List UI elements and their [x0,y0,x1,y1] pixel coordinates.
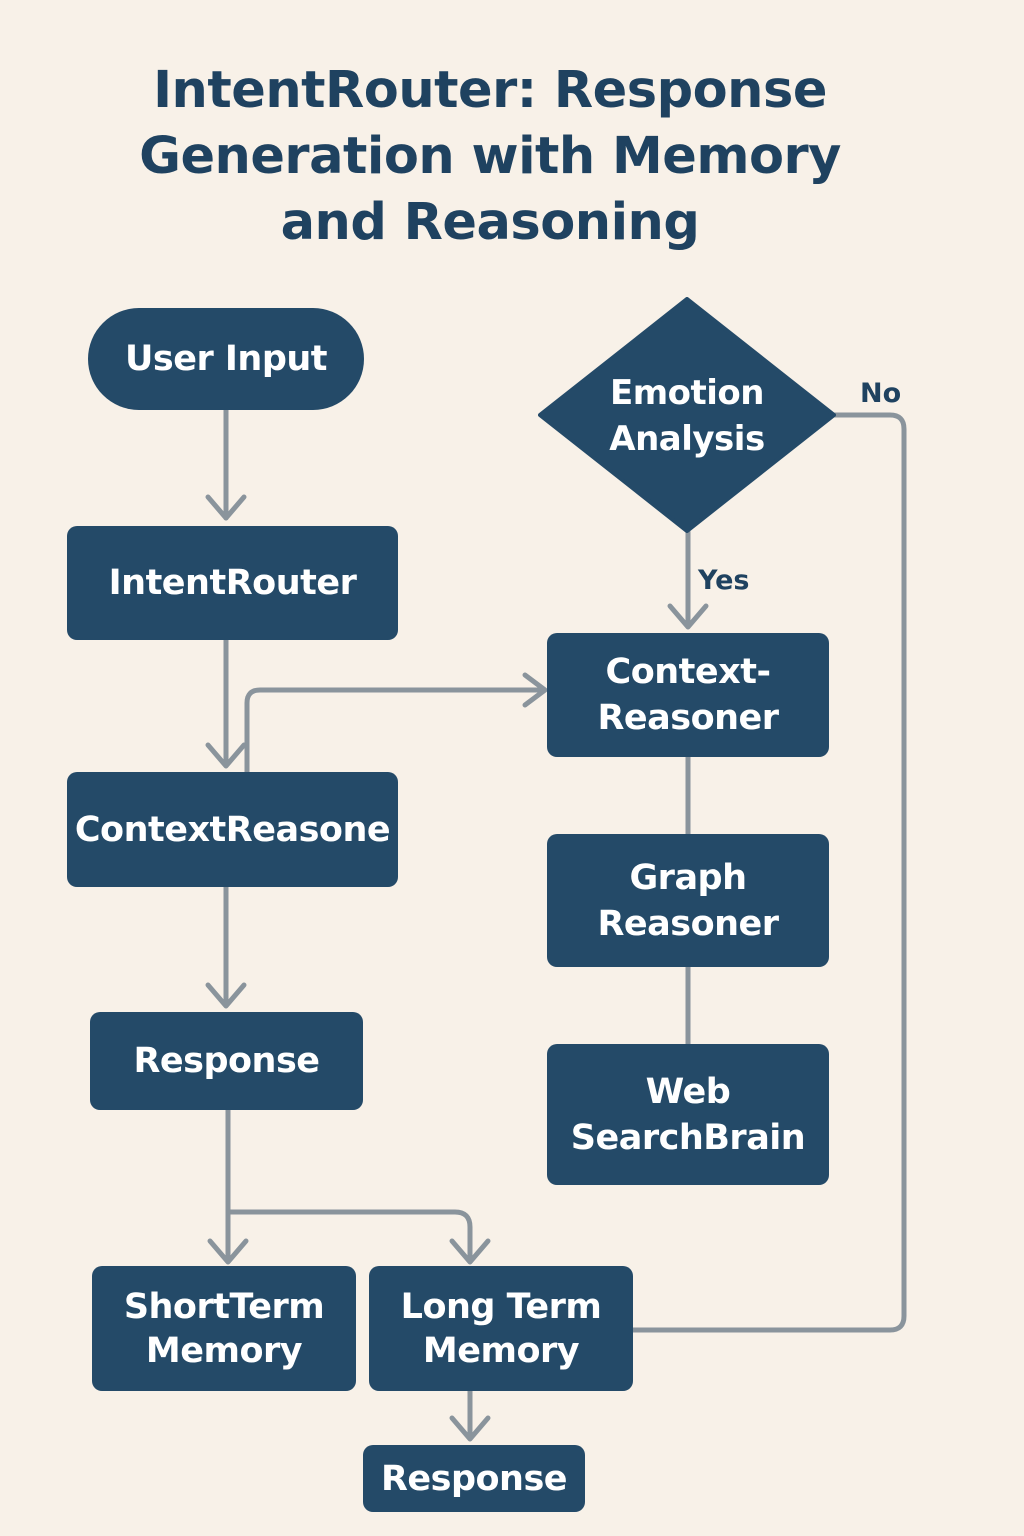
title-line-1: IntentRouter: Response [153,61,827,120]
connector-lines [223,407,907,1440]
node-context-reasoner[interactable]: Context- Reasoner [547,633,829,757]
arrowhead-response [205,982,247,1009]
node-short-term-memory-line2: Memory [145,1330,303,1371]
arrowhead-shortterm [207,1238,249,1265]
node-response[interactable]: Response [90,1012,363,1110]
node-graph-reasoner-line1: Graph [629,857,747,898]
node-context-reasoner-line2: Reasoner [597,698,779,738]
arrowhead-finalresponse [449,1415,491,1442]
node-long-term-memory[interactable]: Long Term Memory [369,1266,633,1391]
node-context-reasoner-line1: Context- [605,652,771,692]
node-long-term-memory-line2: Memory [422,1330,580,1371]
edge-response-longterm [225,1209,473,1263]
edge-label-yes: Yes [698,565,750,596]
title-line-2: Generation with Memory [139,127,841,186]
edge-emotion-no-loop [629,412,907,1333]
node-user-input[interactable]: User Input [88,308,364,410]
node-web-search-brain-line2: SearchBrain [570,1117,806,1158]
node-web-search-brain[interactable]: Web SearchBrain [547,1044,829,1185]
node-context-reasone[interactable]: ContextReasone [67,772,398,887]
title-line-3: and Reasoning [280,193,700,252]
emotion-analysis-label: Emotion Analysis [609,373,765,459]
edge-contextreasone-contextreasoner [244,687,543,775]
arrowheads [205,494,709,1442]
node-response-label: Response [133,1041,320,1081]
node-intent-router[interactable]: IntentRouter [67,526,398,640]
node-graph-reasoner-line2: Reasoner [597,903,779,944]
node-final-response-label: Response [380,1458,568,1499]
diagram-title: IntentRouter: Response Generation with M… [60,58,920,256]
node-short-term-memory-line1: ShortTerm [123,1286,325,1327]
node-intent-router-label: IntentRouter [108,563,357,603]
arrowhead-longterm [449,1238,491,1265]
node-short-term-memory[interactable]: ShortTerm Memory [92,1266,356,1391]
node-web-search-brain-line1: Web [645,1071,731,1112]
node-final-response[interactable]: Response [363,1445,585,1512]
node-graph-reasoner[interactable]: Graph Reasoner [547,834,829,967]
emotion-analysis-diamond[interactable] [538,297,836,533]
arrowhead-contextreasoner-left [522,672,548,708]
arrowhead-intentrouter [205,494,247,521]
node-context-reasone-label: ContextReasone [74,809,391,850]
diamond-shape [538,297,836,533]
arrowhead-contextreasoner-top [667,603,709,630]
node-user-input-label: User Input [124,339,328,379]
arrowhead-contextreasone [205,742,247,769]
node-long-term-memory-line1: Long Term [400,1286,602,1327]
edge-label-no: No [860,378,902,409]
